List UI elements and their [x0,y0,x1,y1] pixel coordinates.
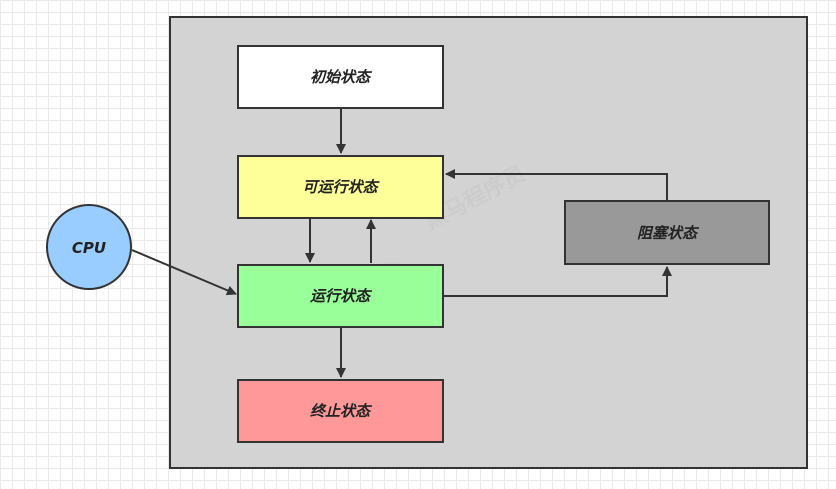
node-terminated-state: 终止状态 [237,379,444,443]
node-initial-state-box [237,45,444,109]
node-runnable-state-box [237,155,444,219]
node-cpu-circle [46,204,132,290]
node-runnable-state: 可运行状态 [237,155,444,219]
node-cpu: CPU [46,204,132,290]
node-initial-state-label: 初始状态 [310,68,373,86]
arrow-cpu-to-running [131,249,237,296]
node-blocked-state-label: 阻塞状态 [637,224,700,242]
node-cpu-label: CPU [72,239,106,257]
arrow-running-to-blocked [443,266,672,297]
node-terminated-state-box [237,379,444,443]
node-running-state-box [237,264,444,328]
arrow-blocked-to-runnable [445,169,668,200]
node-running-state: 运行状态 [237,264,444,328]
node-running-state-label: 运行状态 [310,287,373,305]
node-blocked-state: 阻塞状态 [564,200,770,265]
node-blocked-state-box [564,200,770,265]
node-initial-state: 初始状态 [237,45,444,109]
node-runnable-state-label: 可运行状态 [302,178,380,196]
node-terminated-state-label: 终止状态 [310,402,373,420]
